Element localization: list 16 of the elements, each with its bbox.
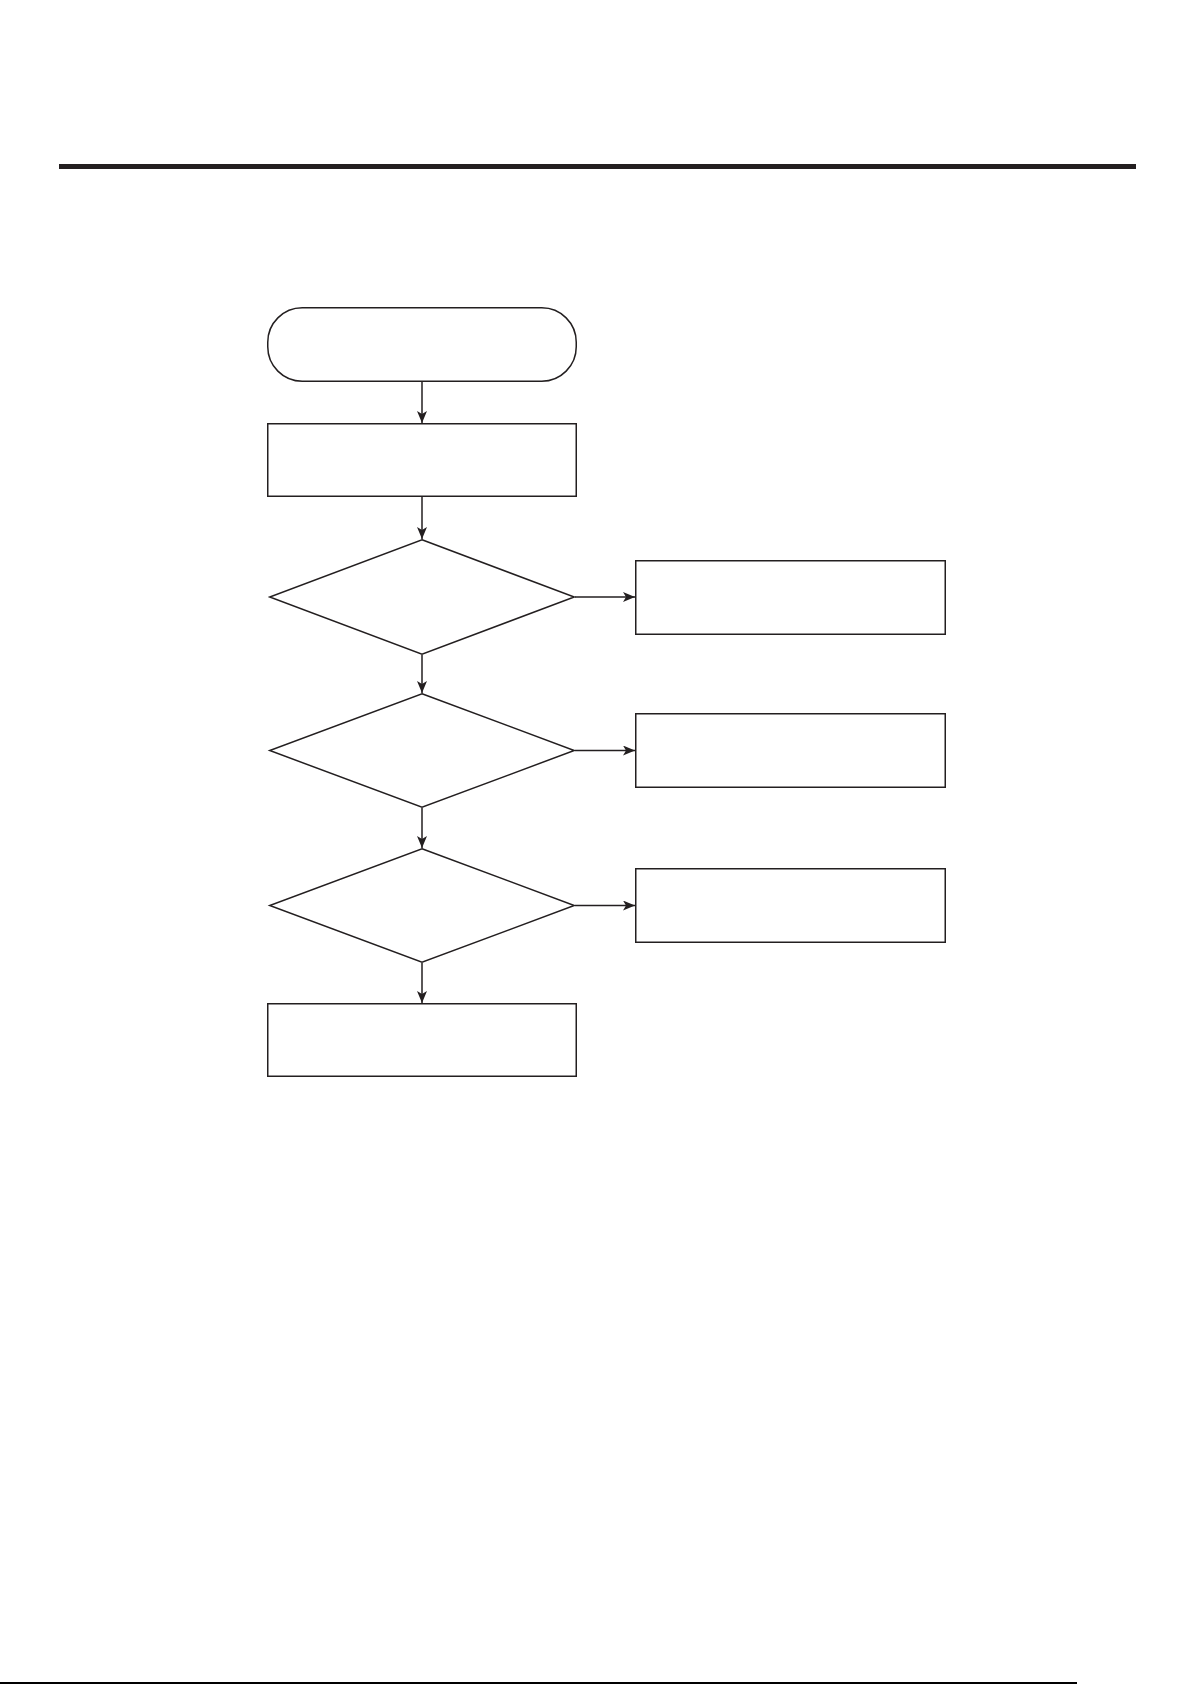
arrow: [417, 381, 427, 424]
arrow: [574, 592, 636, 602]
arrow: [574, 900, 636, 911]
process-box: [635, 713, 946, 788]
arrow: [417, 807, 427, 849]
decision-diamond: [269, 848, 575, 963]
arrow: [417, 654, 427, 694]
process-box: [267, 423, 577, 497]
arrow: [417, 962, 427, 1004]
arrow: [574, 745, 636, 756]
process-box: [635, 868, 946, 943]
process-box: [635, 560, 946, 635]
arrow: [417, 496, 427, 540]
decision-diamond: [269, 539, 575, 655]
decision-diamond: [269, 693, 575, 808]
process-box: [267, 1003, 577, 1077]
